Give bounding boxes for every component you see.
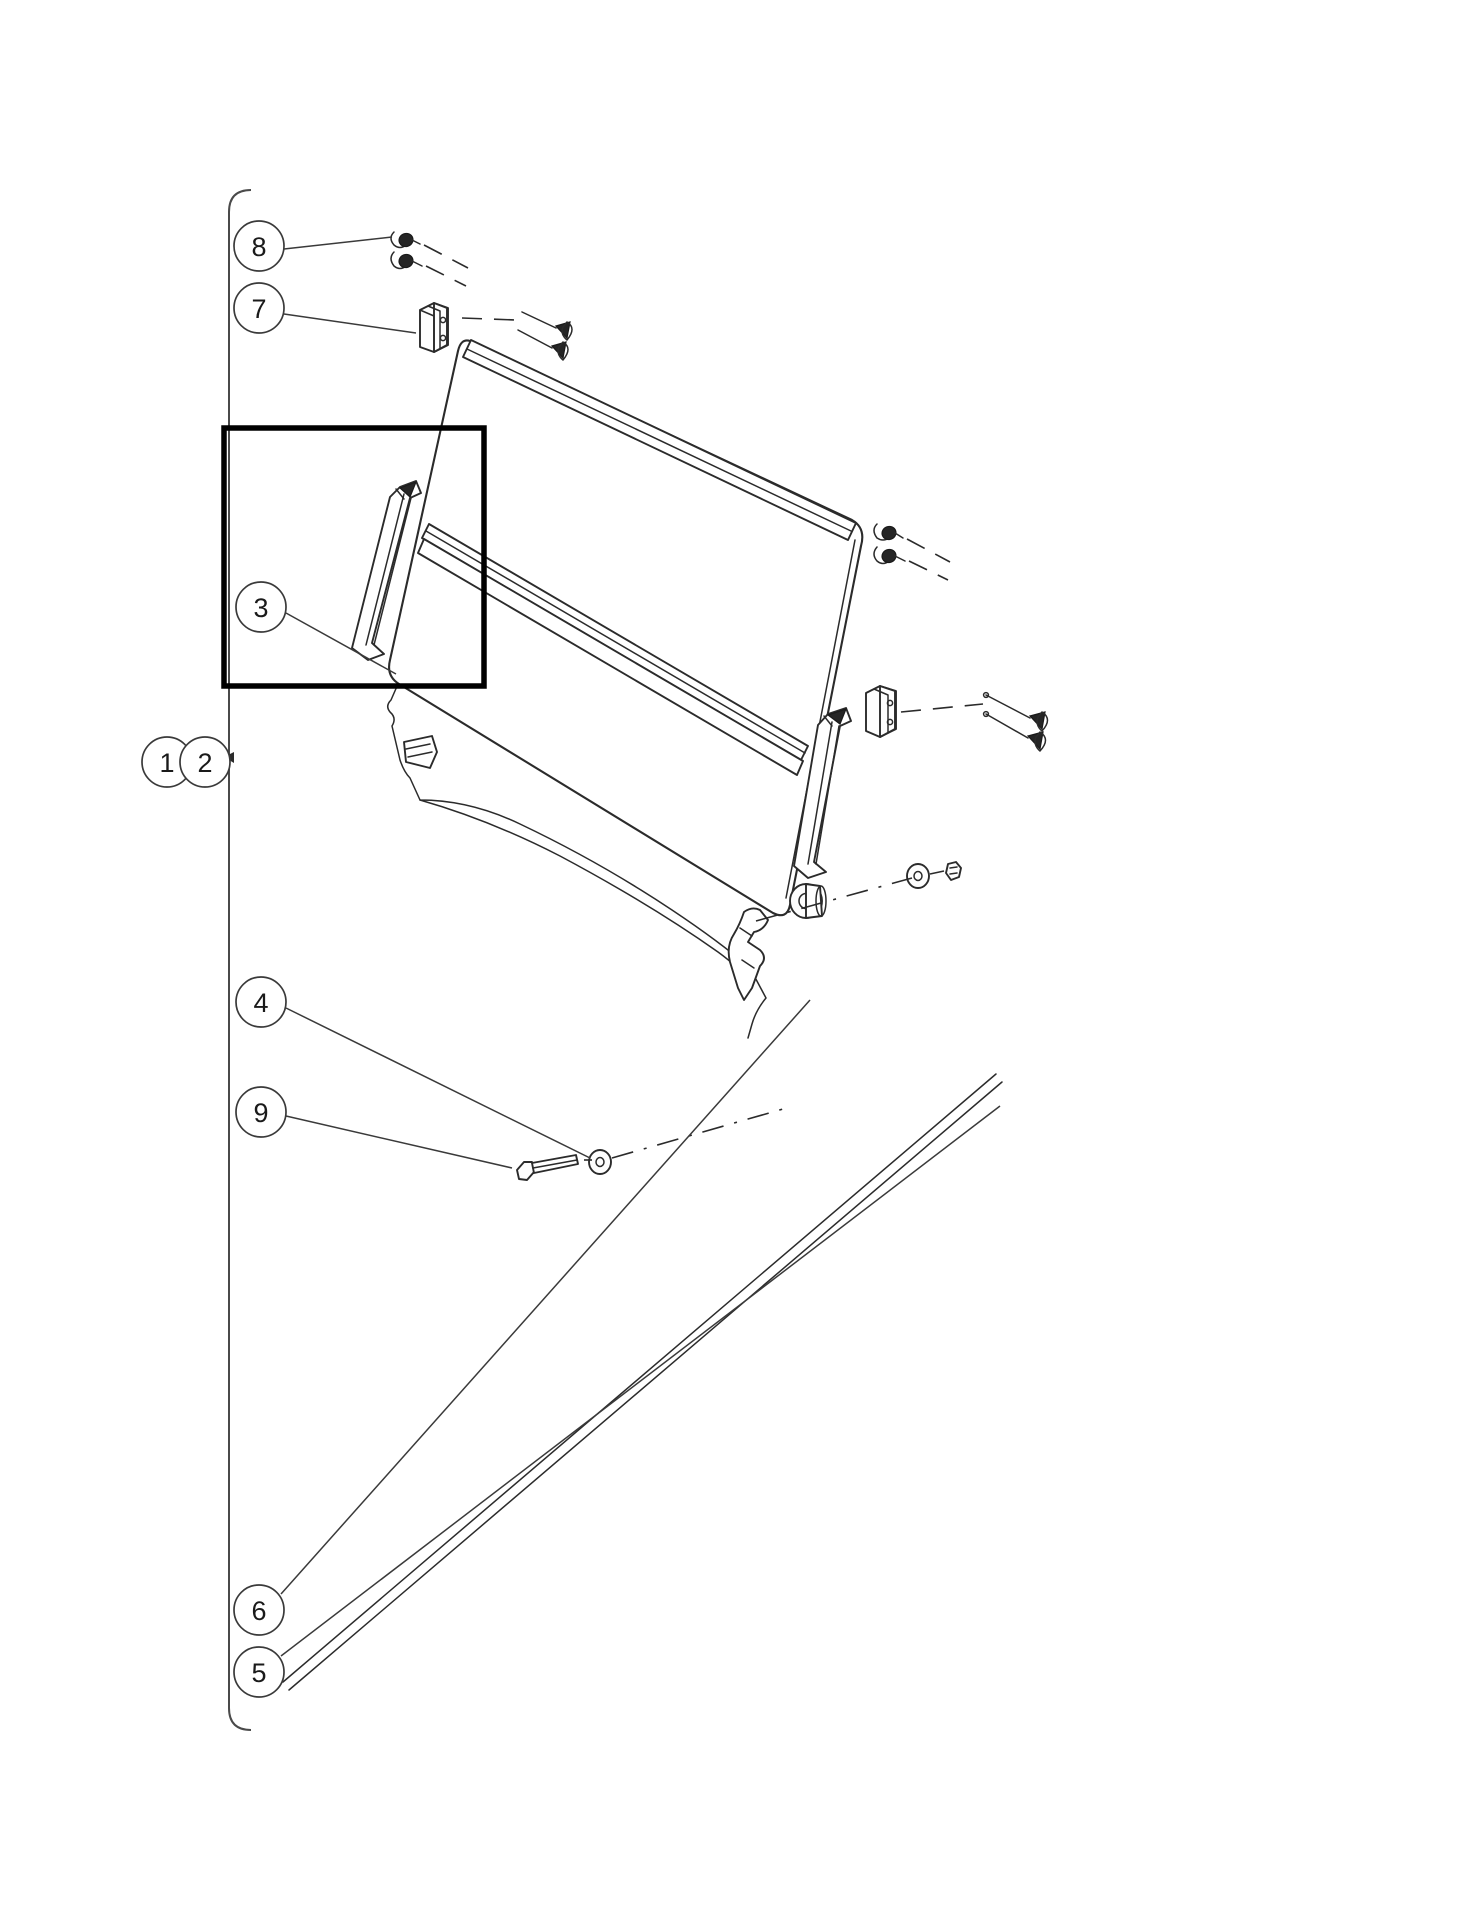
belt-moulding-rail [462, 339, 857, 541]
leader-5 [280, 1105, 1001, 1657]
run-channel-guide-right [793, 707, 852, 879]
callout-circle-7[interactable] [233, 282, 285, 334]
assembly-axis-roller [755, 870, 945, 922]
callout-circle-8[interactable] [233, 220, 285, 272]
callout-bubble-6[interactable]: 6 [233, 1584, 285, 1636]
leader-lines [221, 236, 1001, 1657]
callout-circle-5[interactable] [233, 1646, 285, 1698]
glass-divider-rail [417, 523, 809, 776]
side-mounting-bracket [865, 685, 897, 738]
assembly-axis-bolt [584, 1106, 791, 1161]
callout-bubble-4[interactable]: 4 [235, 976, 287, 1028]
leader-8 [283, 236, 393, 250]
assembly-axis-upper-screw [461, 317, 517, 321]
assembly-axis-right-nut [906, 538, 951, 581]
sash-arm [727, 907, 769, 1001]
callout-bubble-2[interactable]: 2 [179, 736, 231, 788]
detail-box [221, 425, 487, 689]
run-channel-guide-left [351, 480, 422, 661]
leader-4 [285, 1007, 591, 1159]
retainer-nut-pair-right [873, 523, 906, 565]
assembly-axis-right-screw [900, 703, 984, 713]
flat-washer [588, 1149, 612, 1175]
upper-mounting-bracket [419, 302, 449, 353]
hex-head-bolt [516, 1154, 579, 1181]
leader-7 [283, 313, 417, 334]
callout-bubbles: 8 7 3 1 2 4 9 6 [141, 220, 287, 1698]
callout-circle-9[interactable] [235, 1086, 287, 1138]
callout-bubble-9[interactable]: 9 [235, 1086, 287, 1138]
lower-support-rail [282, 1073, 1003, 1691]
leader-9 [285, 1115, 513, 1169]
leader-3 [285, 612, 397, 675]
callout-circle-4[interactable] [235, 976, 287, 1028]
callout-bubble-3[interactable]: 3 [235, 581, 287, 633]
leader-6 [280, 999, 811, 1595]
callout-circle-2[interactable] [179, 736, 231, 788]
flat-head-screw-pair-right [982, 691, 1049, 752]
callout-circle-3[interactable] [235, 581, 287, 633]
washer-right [906, 863, 930, 889]
callout-bubble-8[interactable]: 8 [233, 220, 285, 272]
callout-bubble-7[interactable]: 7 [233, 282, 285, 334]
assembly-axis-upper [423, 244, 469, 287]
flat-head-screw-pair-upper [517, 311, 573, 361]
callout-bubble-5[interactable]: 5 [233, 1646, 285, 1698]
retainer-nut-pair [390, 231, 423, 270]
callout-spine [228, 189, 252, 1731]
callout-circle-6[interactable] [233, 1584, 285, 1636]
roller-bushing [789, 883, 827, 919]
hex-nut [945, 861, 962, 881]
